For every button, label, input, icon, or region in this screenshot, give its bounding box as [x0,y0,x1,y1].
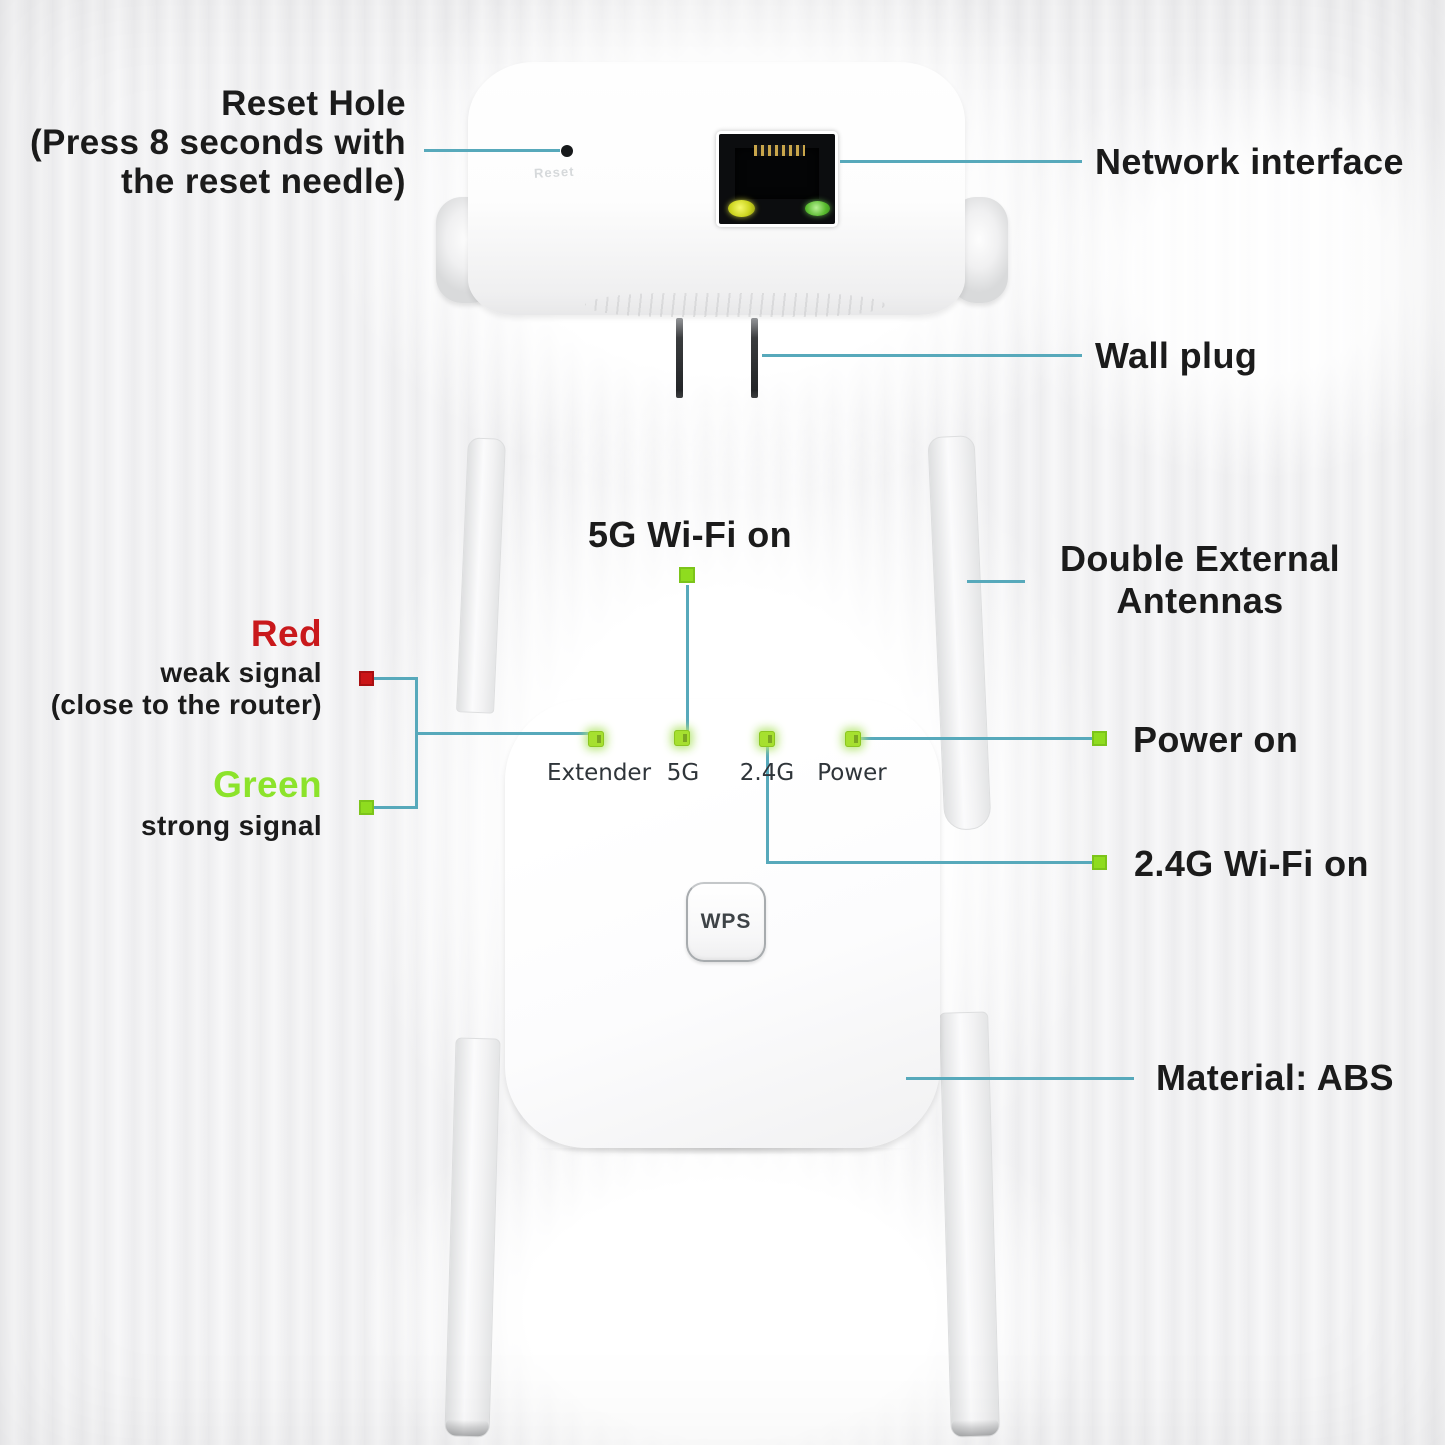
label-power-on: Power on [1133,719,1299,760]
marker-power-square [1092,731,1107,746]
leader-line-reset [424,149,560,152]
label-24g-wifi-on: 2.4G Wi-Fi on [1134,843,1369,884]
rj45-pins [753,144,805,156]
leader-line-5g [686,585,689,731]
led-label-power: Power [817,760,887,786]
port-led-green [805,201,830,216]
label-reset-hole-line1: Reset Hole [221,84,406,123]
legend-red-line1: weak signal [160,657,322,688]
led-power [845,731,861,747]
label-reset-hole: Reset Hole (Press 8 seconds with the res… [0,84,406,201]
bracket-stub-red [374,677,418,680]
leader-line-antennas [967,580,1025,583]
leader-line-power [861,737,1092,740]
label-5g-wifi-on: 5G Wi-Fi on [587,514,793,555]
legend-red-title: Red [250,613,322,654]
label-network-interface: Network interface [1095,141,1404,182]
leader-line-extender-led [415,732,591,735]
label-double-antennas-line1: Double External [1059,538,1341,579]
leader-line-wall-plug [762,354,1082,357]
label-double-antennas-line2: Antennas [1116,580,1284,621]
bracket-stub-green [374,806,418,809]
legend-green-square [359,800,374,815]
legend-green-title: Green [213,764,322,805]
legend-green-line1: strong signal [141,810,322,841]
wall-plug-prong-right [751,318,758,398]
reset-hole [561,145,573,157]
wall-plug-prong-left [676,318,683,398]
label-material: Material: ABS [1156,1057,1394,1098]
led-24g [759,731,775,747]
label-double-antennas: Double External Antennas [1028,538,1372,622]
bracket-vertical [415,677,418,809]
port-led-yellow [728,200,755,217]
marker-5g-square [679,567,695,583]
marker-24g-square [1092,855,1107,870]
label-reset-hole-line3: the reset needle) [121,162,406,201]
led-label-24g: 2.4G [739,760,795,786]
extender-led [588,731,604,747]
legend-red-line2: (close to the router) [50,689,322,720]
leader-line-network [840,160,1082,163]
led-5g [674,730,690,746]
led-label-5g: 5G [666,760,700,786]
leader-line-24g-vertical [766,747,769,864]
leader-line-material [906,1077,1134,1080]
label-reset-hole-line2: (Press 8 seconds with [29,123,406,162]
legend-red-square [359,671,374,686]
leader-line-24g-horizontal [766,861,1092,864]
led-label-extender: Extender [546,760,652,786]
ethernet-port [716,131,838,227]
background-highlight [1000,60,1445,480]
label-wall-plug: Wall plug [1095,335,1258,376]
rj45-cavity [735,148,819,199]
wps-button: WPS [686,882,766,962]
vent-ribs [585,293,885,317]
